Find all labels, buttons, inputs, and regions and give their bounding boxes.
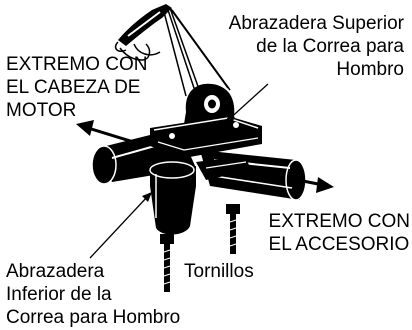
attachment-end-label: EXTREMO CON EL ACCESORIO [269,210,410,256]
attachment-end-label-line: EL ACCESORIO [268,234,410,255]
lower-clamp-label-line: Abrazadera [6,261,105,282]
upper-clamp-leader-head [222,114,234,126]
engine-end-arrow [76,120,141,146]
screw-left [160,234,174,292]
attachment-end-arrow [297,177,334,193]
leader-lines [89,83,269,259]
upper-clamp-label-line: Abrazadera Superior [228,13,404,34]
upper-clamp [150,83,262,158]
engine-end-label: EXTREMO CON EL CABEZA DE MOTOR [6,53,147,122]
upper-clamp-label: Abrazadera Superior de la Correa para Ho… [229,12,404,81]
upper-clamp-leader [225,83,269,123]
lower-clamp [149,156,252,235]
screws-label: Tornillos [184,261,254,282]
upper-clamp-label-line: Hombro [336,59,404,80]
strap-cords [163,7,231,97]
lower-clamp-label-line: Correa para Hombro [6,307,181,328]
strap-hook [114,4,172,61]
lower-clamp-label-line: Inferior de la [6,284,112,305]
lower-clamp-leader [89,195,149,259]
engine-end-label-line: EL CABEZA DE [6,77,141,98]
upper-clamp-label-line: de la Correa para [256,36,404,57]
engine-end-label-line: MOTOR [6,100,77,121]
lower-clamp-label: Abrazadera Inferior de la Correa para Ho… [6,260,180,329]
lower-clamp-leader-head [142,192,152,202]
engine-end-label-line: EXTREMO CON [6,54,148,75]
screw-right [226,204,240,254]
attachment-end-label-line: EXTREMO CON [268,211,410,232]
